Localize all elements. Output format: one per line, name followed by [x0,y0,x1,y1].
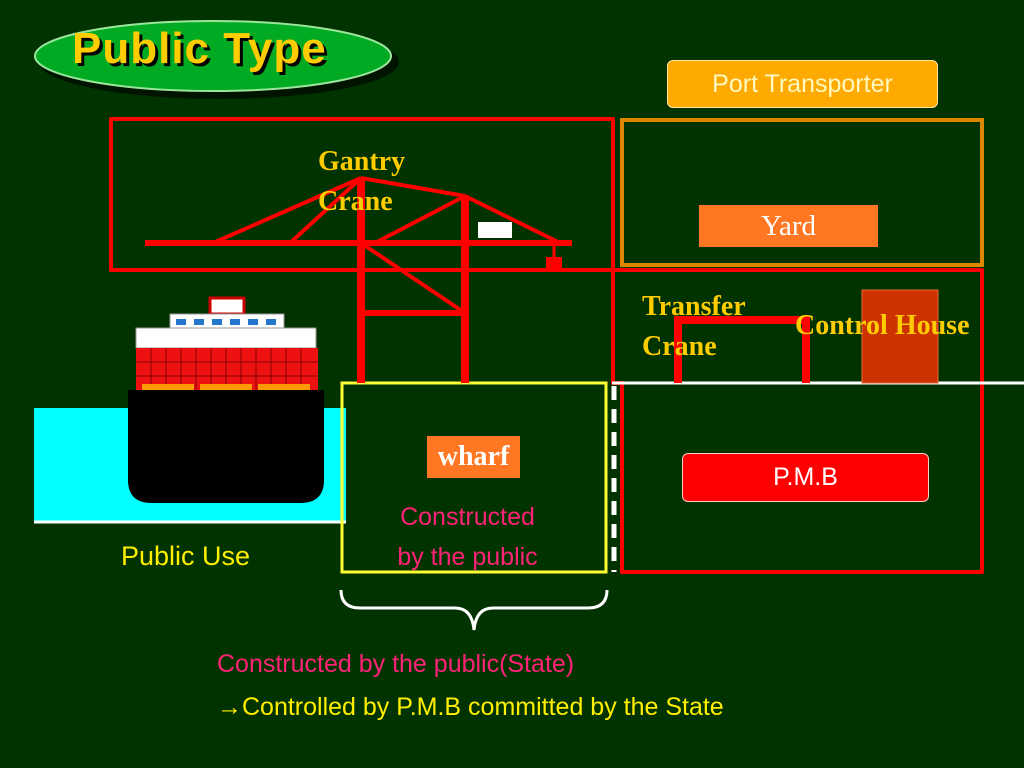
pmb-label: P.M.B [682,453,929,502]
wharf-brace [339,589,609,631]
transfer-crane-label: Transfer Crane [642,287,746,367]
footer-line1: Constructed by the public(State) [217,650,575,678]
constructed-by-public-label: Constructed by the public [345,497,590,577]
crane-hook [546,257,562,271]
container-ship [128,296,324,503]
yard-zone [620,118,984,267]
transfer-crane-label-line1: Transfer [642,291,746,322]
transfer-crane-label-line2: Crane [642,331,717,362]
wharf-zone [340,381,608,574]
ship-deckhouse [135,327,317,349]
control-house-label: Control House [795,310,970,341]
transfer-crane [674,316,810,383]
ship-bridge [208,296,246,316]
gantry-crane-label-line2: Crane [318,186,393,217]
public-use-label: Public Use [121,541,251,571]
constructed-label-line2: by the public [397,543,538,571]
gantry-crane [145,176,572,383]
ship-hull [128,390,324,503]
control-house [861,289,939,384]
footer-line2: →Controlled by P.M.B committed by the St… [217,693,724,721]
constructed-label-line1: Constructed [400,503,535,531]
wharf-label: wharf [427,436,520,478]
port-transporter-label: Port Transporter [667,60,938,108]
crane-trolley [478,222,512,238]
gantry-crane-label-line1: Gantry [318,146,406,177]
gantry-crane-label: Gantry Crane [318,142,405,222]
page-title: Public Type [72,24,327,73]
yard-label: Yard [699,205,878,247]
title-oval [34,20,392,92]
